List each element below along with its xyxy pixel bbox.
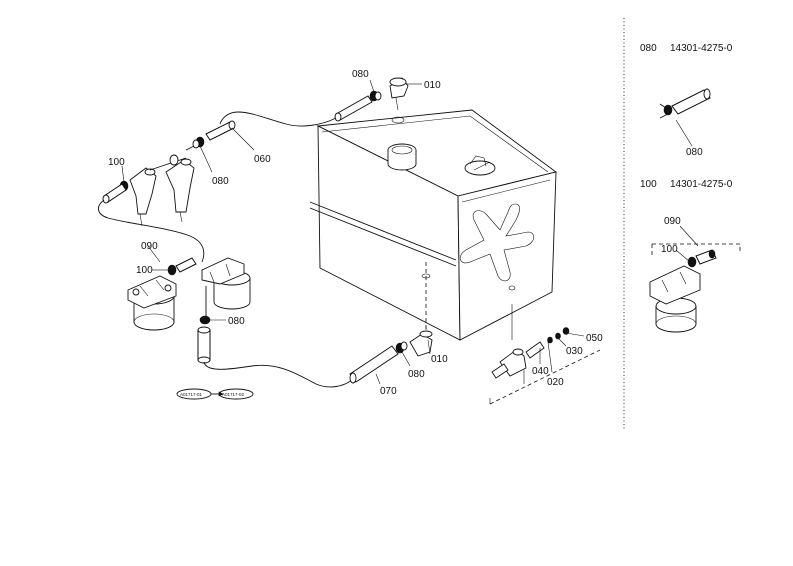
label-040: 040 [532, 366, 549, 377]
label-080-filter: 080 [228, 316, 245, 327]
inset-part-100 [649, 225, 741, 333]
label-090-left: 090 [141, 241, 158, 252]
fuel-tank [309, 109, 558, 341]
drain-cock-assembly [489, 304, 601, 405]
label-020: 020 [547, 377, 564, 388]
inset-080-code: 14301-4275-0 [670, 43, 733, 54]
label-060: 060 [254, 154, 271, 165]
inset-100-number: 100 [640, 179, 657, 190]
label-080-mid: 080 [212, 176, 229, 187]
injection-nozzles [98, 154, 205, 263]
inset-100-code: 14301-4275-0 [670, 179, 733, 190]
fuel-filter-assembly [127, 257, 353, 388]
label-070: 070 [380, 386, 397, 397]
callout-leaders [121, 79, 585, 385]
label-010-bottom: 010 [431, 354, 448, 365]
label-080-top: 080 [352, 69, 369, 80]
inset-080-callout: 080 [686, 147, 703, 158]
label-080-bottom: 080 [408, 369, 425, 380]
reference-markers [176, 388, 254, 400]
label-010-top: 010 [424, 80, 441, 91]
label-100-left: 100 [108, 157, 125, 168]
reference-b: A01717-02 [222, 392, 245, 397]
supply-fuel-line [349, 326, 433, 384]
reference-a: A01717-01 [180, 392, 203, 397]
inset-080-number: 080 [640, 43, 657, 54]
inset-090-callout: 090 [664, 216, 681, 227]
inset-part-080 [659, 88, 711, 147]
label-030: 030 [566, 346, 583, 357]
return-fuel-line [185, 77, 409, 151]
label-050: 050 [586, 333, 603, 344]
part-number-labels: 010 080 060 080 100 090 100 080 010 080 … [108, 43, 733, 397]
inset-100-callout: 100 [661, 244, 678, 255]
label-100-filter: 100 [136, 265, 153, 276]
